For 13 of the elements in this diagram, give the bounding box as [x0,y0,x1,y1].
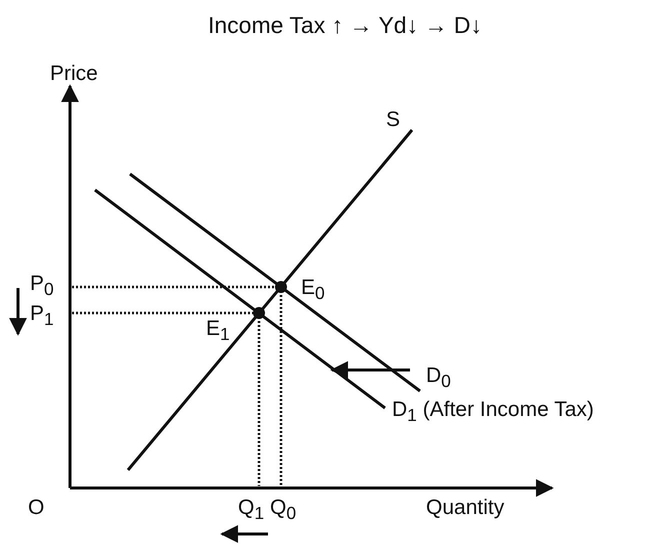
point-label: E$_{0}$ [301,276,325,304]
title: Income Tax ↑ → Yd↓ → D↓ [208,12,482,39]
point-label: E$_{1}$ [206,317,230,344]
curve-label: D$_{1}$ (After Income Tax) [392,398,594,426]
curve-label: D$_{0}$ [426,364,451,392]
axis-label: Price [50,62,98,86]
quantity-label: Q$_{1}$ [238,496,264,524]
quantity-label: Q$_{0}$ [270,496,296,524]
price-label: P$_{1}$ [30,302,54,330]
origin-label: O [28,496,44,520]
curve-label: S [386,108,400,132]
axis-label: Quantity [426,496,504,520]
price-label: P$_{0}$ [30,272,54,300]
